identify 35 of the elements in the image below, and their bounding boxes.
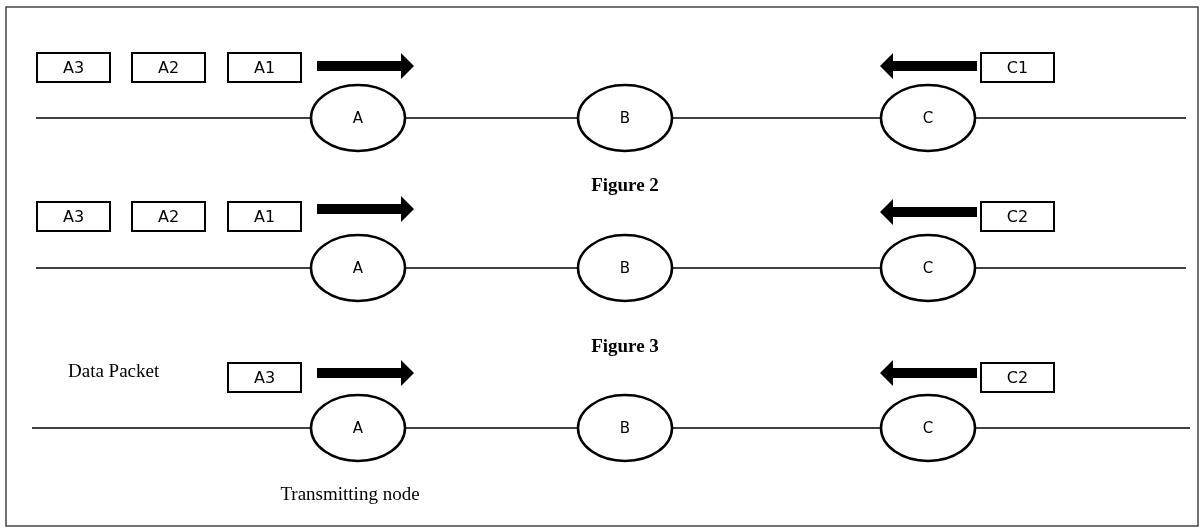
node-circle: A <box>310 234 406 302</box>
label-text: Transmitting node <box>280 483 420 505</box>
packet-box: A3 <box>227 362 302 393</box>
packet-box: A2 <box>131 201 206 232</box>
link-line <box>31 427 311 429</box>
node-circle: A <box>310 394 406 462</box>
packet-box: A3 <box>36 201 111 232</box>
link-line <box>405 267 578 269</box>
link-line <box>975 267 1187 269</box>
node-circle: A <box>310 84 406 152</box>
label-text: Data Packet <box>68 360 160 382</box>
packet-box: A1 <box>227 52 302 83</box>
figure-caption: Figure 3 <box>591 335 659 357</box>
packet-box: C2 <box>980 201 1055 232</box>
node-circle: C <box>880 234 976 302</box>
link-line <box>672 427 881 429</box>
link-line <box>405 427 578 429</box>
link-line <box>672 117 881 119</box>
node-circle: C <box>880 84 976 152</box>
node-circle: C <box>880 394 976 462</box>
packet-box: A2 <box>131 52 206 83</box>
packet-box: A1 <box>227 201 302 232</box>
packet-box: C2 <box>980 362 1055 393</box>
node-circle: B <box>577 84 673 152</box>
link-line <box>672 267 881 269</box>
link-line <box>35 117 311 119</box>
packet-box: A3 <box>36 52 111 83</box>
node-circle: B <box>577 394 673 462</box>
link-line <box>975 427 1191 429</box>
figure-caption: Figure 2 <box>591 174 659 196</box>
packet-box: C1 <box>980 52 1055 83</box>
link-line <box>35 267 311 269</box>
node-circle: B <box>577 234 673 302</box>
link-line <box>975 117 1187 119</box>
link-line <box>405 117 578 119</box>
